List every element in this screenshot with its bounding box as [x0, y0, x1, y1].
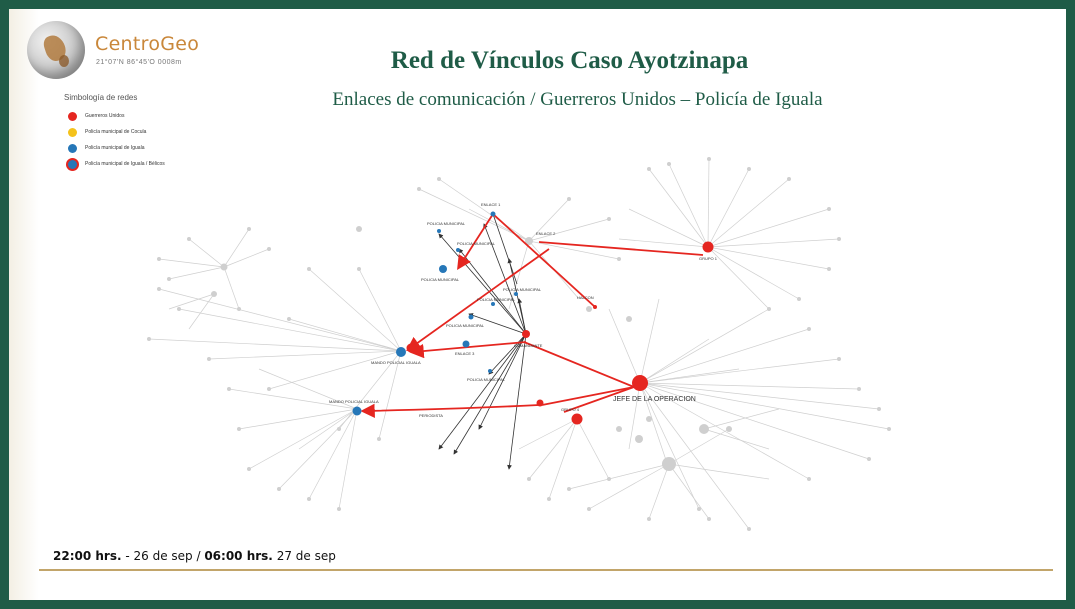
footer-date-end: 27 de sep [272, 549, 336, 563]
legend-dot-iguala [68, 143, 77, 153]
node-grupo4 [571, 413, 583, 425]
black-edges [438, 213, 527, 470]
node-enlace3 [462, 340, 470, 348]
legend-label: Policía municipal de Iguala [85, 145, 145, 151]
label-halcon: HALCON [577, 295, 594, 300]
label-policia-municipal: POLICIA MUNICIPAL [421, 277, 460, 282]
logo-coords: 21°07'N 86°45'O 0008m [96, 59, 182, 66]
background-nodes [147, 157, 891, 531]
slide: CentroGeo 21°07'N 86°45'O 0008m Red de V… [9, 9, 1066, 600]
label-policia5: POLICIA MUNICIPAL [477, 297, 516, 302]
legend: Simbología de redes Guerreros Unidos Pol… [64, 93, 214, 172]
node-mando1 [396, 347, 406, 357]
legend-item: Policía municipal de Iguala [64, 140, 214, 156]
legend-item: Policía municipal de Iguala / Bélicos [64, 156, 214, 172]
key-nodes [352, 211, 714, 425]
decorative-band [9, 9, 39, 600]
node-policia-municipal [439, 265, 447, 273]
node-labels: ENLACE 1 ENLACE 2 POLICIA MUNICIPAL POLI… [329, 202, 718, 418]
legend-label: Policía municipal de Cocula [85, 129, 147, 135]
label-mando2: MANDO POLICIAL IGUALA [329, 399, 379, 404]
label-policia1: POLICIA MUNICIPAL [427, 221, 466, 226]
legend-dot-iguala-belicos [68, 159, 77, 169]
node-grupo1 [702, 241, 714, 253]
node-halcon [593, 305, 597, 309]
legend-item: Policía municipal de Cocula [64, 124, 214, 140]
legend-item: Guerreros Unidos [64, 108, 214, 124]
node-mando2 [352, 406, 362, 416]
label-policia7: POLICIA MUNICIPAL [467, 377, 506, 382]
red-edges [360, 213, 704, 418]
footer-time-end: 06:00 hrs. [204, 549, 273, 563]
page-title: Red de Vínculos Caso Ayotzinapa [390, 47, 749, 74]
node-policia-6 [488, 369, 492, 373]
node-mando1-ring [406, 343, 416, 353]
label-mando1: MANDO POLICIAL IGUALA [371, 360, 421, 365]
label-policia2: POLICIA MUNICIPAL [457, 241, 496, 246]
label-grupo1: GRUPO 1 [699, 256, 718, 261]
centrogeo-logo: CentroGeo 21°07'N 86°45'O 0008m [23, 19, 223, 89]
node-mid [536, 399, 544, 407]
background-edges [148, 158, 890, 530]
footer-timeframe: 22:00 hrs. - 26 de sep / 06:00 hrs. 27 d… [53, 549, 336, 563]
label-policia6: POLICIA MUNICIPAL [446, 323, 485, 328]
page-subtitle: Enlaces de comunicación / Guerreros Unid… [332, 89, 823, 110]
node-policia-4 [491, 302, 495, 306]
node-policia-2 [456, 248, 460, 252]
label-periodista: PERIODISTA [419, 413, 443, 418]
globe-icon [27, 21, 85, 79]
node-jefe [632, 375, 648, 391]
node-policia-3 [514, 292, 518, 296]
footer-time-start: 22:00 hrs. [53, 549, 122, 563]
legend-dot-cocula [68, 127, 77, 137]
legend-label: Policía municipal de Iguala / Bélicos [85, 161, 165, 167]
legend-title: Simbología de redes [64, 93, 138, 102]
footer-divider [39, 569, 1053, 571]
label-enlace2: ENLACE 2 [536, 231, 556, 236]
node-enlace1 [490, 211, 496, 217]
legend-label: Guerreros Unidos [85, 113, 125, 119]
label-comandante: COMANDANTE [514, 343, 543, 348]
network-diagram: ENLACE 1 ENLACE 2 POLICIA MUNICIPAL POLI… [147, 157, 891, 531]
node-policia-5 [468, 314, 474, 320]
label-enlace1: ENLACE 1 [481, 202, 501, 207]
legend-dot-guerreros [68, 111, 77, 121]
logo-name: CentroGeo [95, 33, 200, 55]
footer-date-start: - 26 de sep / [121, 549, 205, 563]
label-policia4: POLICIA MUNICIPAL [503, 287, 542, 292]
label-grupo4: GRUPO 4 [561, 407, 580, 412]
node-policia-1 [437, 229, 441, 233]
label-jefe: JEFE DE LA OPERACION [613, 396, 696, 403]
node-comandante [522, 330, 530, 338]
label-enlace3: ENLACE 3 [455, 351, 475, 356]
